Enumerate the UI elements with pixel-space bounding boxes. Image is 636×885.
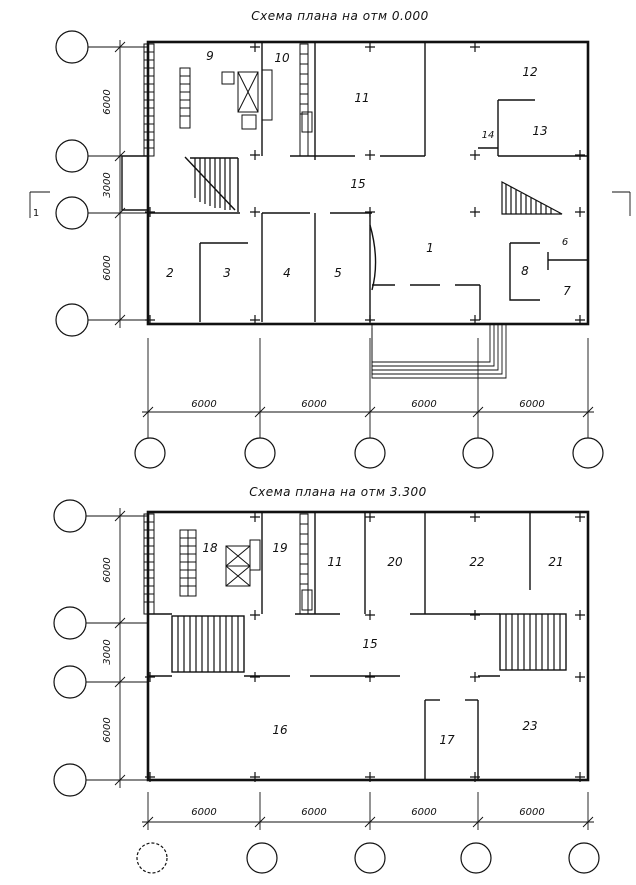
room-number: 19 <box>272 541 287 555</box>
plan1-columns <box>145 42 585 325</box>
room-number: 23 <box>522 719 537 733</box>
dim-label: 6000 <box>191 807 216 818</box>
plan2-row-axes <box>53 499 148 797</box>
room-number: 10 <box>274 51 290 65</box>
axis-bubble <box>53 499 87 533</box>
axis-bubble <box>55 139 89 173</box>
dim-label: 3000 <box>102 639 113 664</box>
plan1-porch-steps <box>371 324 507 379</box>
plan2-title: Схема плана на отм 3.300 <box>249 485 427 499</box>
room-number: 16 <box>272 723 288 737</box>
dim-label: 6000 <box>301 807 326 818</box>
dim-label: 6000 <box>102 255 113 280</box>
plan2-partitions <box>148 512 531 780</box>
dim-label: 6000 <box>411 807 436 818</box>
section-label: 1 <box>33 208 39 219</box>
plan1-outer-wall <box>146 40 590 326</box>
axis-bubble <box>55 303 89 337</box>
room-number: 2 <box>166 266 174 280</box>
axis-bubble <box>55 196 89 230</box>
room-number: 3 <box>223 266 231 280</box>
axis-bubble <box>354 437 386 469</box>
plan1-stair-right <box>501 181 563 215</box>
room-number: 9 <box>206 49 214 63</box>
dim-label: 3000 <box>102 172 113 197</box>
axis-bubble <box>53 606 87 640</box>
axis-bubble <box>53 665 87 699</box>
room-number: 11 <box>354 91 369 105</box>
room-number: 6 <box>562 237 568 248</box>
room-number: 5 <box>334 266 342 280</box>
plan1-horizontal-dimensions: 6000 6000 6000 6000 <box>134 338 604 469</box>
axis-bubble <box>136 842 168 874</box>
room-number: 21 <box>548 555 563 569</box>
plan2-outer-wall <box>146 510 590 782</box>
axis-bubble <box>53 763 87 797</box>
room-number: 22 <box>469 555 484 569</box>
plan-ground-floor: Схема плана на отм 0.000 6000 3000 6000 <box>29 9 631 469</box>
dim-label: 6000 <box>102 89 113 114</box>
room-number: 15 <box>350 177 365 191</box>
plan1-side-entrance <box>121 155 148 211</box>
room-number: 4 <box>283 266 291 280</box>
dim-label: 6000 <box>102 557 113 582</box>
plan2-equipment <box>179 529 313 611</box>
axis-bubble <box>568 842 600 874</box>
plan2-horizontal-dimensions: 6000 6000 6000 6000 <box>136 792 600 874</box>
room-number: 15 <box>362 637 377 651</box>
axis-bubble <box>244 437 276 469</box>
room-number: 17 <box>439 733 455 747</box>
plan2-stair-left <box>171 615 245 673</box>
plan1-section-mark: 1 <box>29 191 631 219</box>
room-number: 1 <box>426 241 434 255</box>
axis-bubble <box>460 842 492 874</box>
plan1-stair-left <box>184 156 239 212</box>
axis-bubble <box>462 437 494 469</box>
dim-label: 6000 <box>102 717 113 742</box>
plan2-room-labels: 18 19 11 20 22 21 15 16 17 23 <box>202 541 563 747</box>
plan1-vertical-dimensions: 6000 3000 6000 <box>102 40 126 328</box>
axis-bubble <box>246 842 278 874</box>
plan1-partitions <box>148 42 588 322</box>
room-number: 12 <box>522 65 537 79</box>
dim-label: 6000 <box>191 399 216 410</box>
axis-bubble <box>55 30 89 64</box>
axis-bubble <box>572 437 604 469</box>
plan1-equipment <box>179 67 313 133</box>
room-number: 13 <box>532 124 547 138</box>
plan2-vertical-dimensions: 6000 3000 6000 <box>102 508 126 788</box>
room-number: 18 <box>202 541 218 555</box>
plan1-title: Схема плана на отм 0.000 <box>251 9 429 23</box>
plan2-columns <box>145 512 585 782</box>
axis-bubble <box>354 842 386 874</box>
plan-upper-floor: Схема плана на отм 3.300 6000 3000 6000 <box>53 485 600 874</box>
room-number: 11 <box>327 555 342 569</box>
room-number: 7 <box>563 284 571 298</box>
dim-label: 6000 <box>519 807 544 818</box>
room-number: 14 <box>482 130 495 141</box>
axis-bubble <box>134 437 166 469</box>
dim-label: 6000 <box>411 399 436 410</box>
plan2-stair-right <box>499 613 567 671</box>
room-number: 8 <box>521 264 529 278</box>
plan1-room-labels: 9 10 11 12 13 14 15 1 2 3 4 5 6 8 7 <box>166 49 571 298</box>
dim-label: 6000 <box>301 399 326 410</box>
room-number: 20 <box>387 555 403 569</box>
dim-label: 6000 <box>519 399 544 410</box>
